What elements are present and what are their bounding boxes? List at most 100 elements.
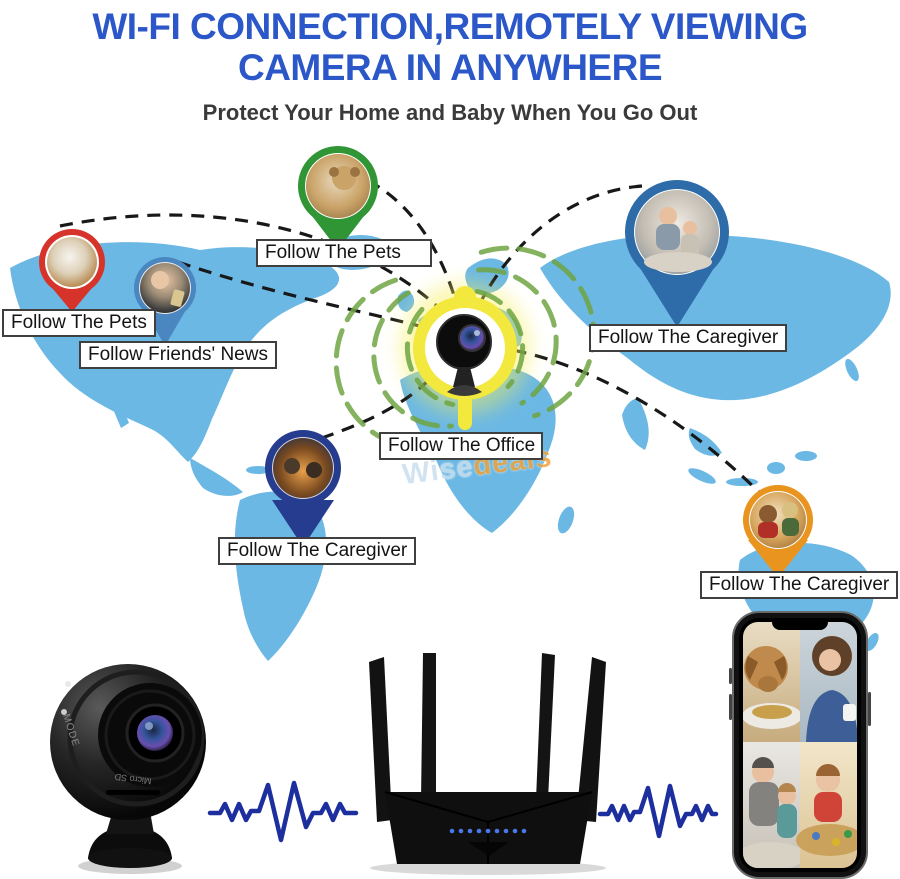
island-caribbean — [246, 466, 270, 474]
connection-line-caregiver-se — [469, 342, 766, 499]
router-antenna-1 — [369, 657, 392, 822]
mini-camera-ring1 — [67, 669, 205, 807]
feed-girl2-shirt — [814, 792, 842, 822]
feed-dog-ear — [745, 656, 758, 680]
mini-camera-led2 — [61, 709, 67, 715]
router-antenna-3 — [536, 653, 555, 800]
pin-photo — [273, 438, 333, 498]
location-pin-pets-west — [39, 229, 105, 312]
pin-photo-phone — [170, 289, 185, 307]
signal-zigzag-left — [207, 780, 359, 843]
pin-photo-person2 — [306, 462, 322, 478]
mini-camera-base-rim — [88, 848, 172, 868]
island-sumatra — [688, 468, 716, 484]
location-pin-friends-news — [134, 257, 196, 346]
feed-dad-hair — [752, 757, 774, 768]
feed-dog-ear2 — [774, 656, 787, 680]
router — [369, 653, 606, 875]
mini-camera-sd-label: Micro SD — [114, 772, 152, 786]
pin-photo-kid-body — [681, 234, 699, 258]
router-shadow — [370, 861, 606, 875]
pin-photo-face — [151, 271, 169, 289]
marker-tail — [458, 390, 472, 430]
phone-button-right — [868, 692, 871, 726]
office-camera-lens — [458, 324, 486, 352]
pin-photo-kid-head — [683, 221, 697, 235]
feed-toy2 — [832, 838, 840, 846]
pin-photo-person — [284, 458, 300, 474]
title-line-1: WI-FI CONNECTION,REMOTELY VIEWING — [92, 6, 808, 47]
mini-camera-led1 — [65, 681, 71, 687]
pin-label-pets-north: Follow The Pets — [256, 239, 432, 267]
router-led-row — [449, 828, 527, 834]
pin-label-caregiver-se: Follow The Caregiver — [700, 571, 899, 599]
header: WI-FI CONNECTION,REMOTELY VIEWING CAMERA… — [0, 6, 900, 126]
pin-label-office: Follow The Office — [379, 432, 543, 460]
feed-woman-shirt — [806, 690, 857, 742]
island-borneo — [767, 462, 785, 474]
feed-bl-floor — [743, 842, 805, 868]
pin-photo-puppy-ear — [329, 167, 339, 177]
feed-dog-food — [752, 705, 792, 719]
pin-label-caregiver-sw: Follow The Caregiver — [218, 537, 417, 565]
continent-central-america — [190, 458, 243, 496]
feed-woman-face — [819, 649, 841, 671]
pin-label-caregiver-ne: Follow The Caregiver — [589, 324, 788, 352]
mini-camera-sd-slot — [106, 790, 160, 795]
connection-line-friends — [177, 260, 456, 338]
island-java — [726, 478, 758, 486]
feed-dog-head — [744, 646, 788, 690]
router-antenna-4 — [576, 657, 606, 822]
connection-line-pets-west — [59, 213, 461, 330]
pin-photo-dad-head — [659, 207, 677, 225]
island-madagascar — [557, 506, 575, 534]
pin-photo-puppy-ear2 — [350, 167, 360, 177]
feed-dad-body — [749, 782, 779, 826]
island-japan — [845, 358, 859, 382]
pin-photo — [47, 237, 97, 287]
pin-photo-kid1-shirt — [758, 522, 778, 538]
feed-girl1-body — [777, 804, 797, 838]
feed-girl2-hair — [816, 764, 840, 776]
continent-india — [622, 398, 649, 450]
island-baja — [110, 396, 129, 428]
mini-camera-ring2 — [104, 689, 196, 781]
island-png — [795, 451, 817, 461]
mini-camera: MODE Micro SD — [50, 664, 206, 874]
router-antenna-2 — [421, 653, 436, 800]
feed-br-table — [796, 824, 857, 856]
feed-woman-mug — [843, 704, 856, 721]
mini-camera-lens — [137, 715, 173, 751]
location-pin-caregiver-sw — [265, 430, 341, 547]
location-pin-pets-north — [298, 146, 378, 250]
subtitle: Protect Your Home and Baby When You Go O… — [202, 100, 698, 125]
phone-button-left1 — [729, 668, 732, 684]
title-line-2: CAMERA IN ANYWHERE — [237, 47, 663, 88]
pin-photo — [750, 492, 806, 548]
signal-zigzag-right — [597, 783, 719, 839]
location-pin-caregiver-ne — [625, 180, 729, 327]
pin-photo-kid2-shirt — [782, 518, 799, 536]
mini-camera-lens-glint — [145, 722, 153, 730]
feed-toy1 — [812, 832, 820, 840]
island-nz — [865, 632, 879, 652]
pin-label-pets-west: Follow The Pets — [2, 309, 156, 337]
location-pin-caregiver-se — [743, 485, 813, 578]
feed-toy3 — [844, 830, 852, 838]
pin-photo-kid2 — [782, 502, 798, 518]
pin-photo — [140, 263, 190, 313]
office-camera-base — [447, 385, 482, 396]
center-camera-marker — [333, 245, 597, 451]
pin-photo-dad-body — [656, 224, 680, 250]
pin-photo-floor — [644, 252, 712, 272]
smartphone — [729, 611, 871, 879]
feed-dog-snout — [758, 676, 778, 692]
continent-asia — [540, 234, 891, 401]
router-front-notch — [468, 842, 509, 856]
pin-label-friends-news: Follow Friends' News — [79, 341, 277, 369]
office-camera-glint — [474, 330, 480, 336]
phone-button-left2 — [729, 694, 732, 720]
pin-photo-kid1 — [759, 505, 777, 523]
